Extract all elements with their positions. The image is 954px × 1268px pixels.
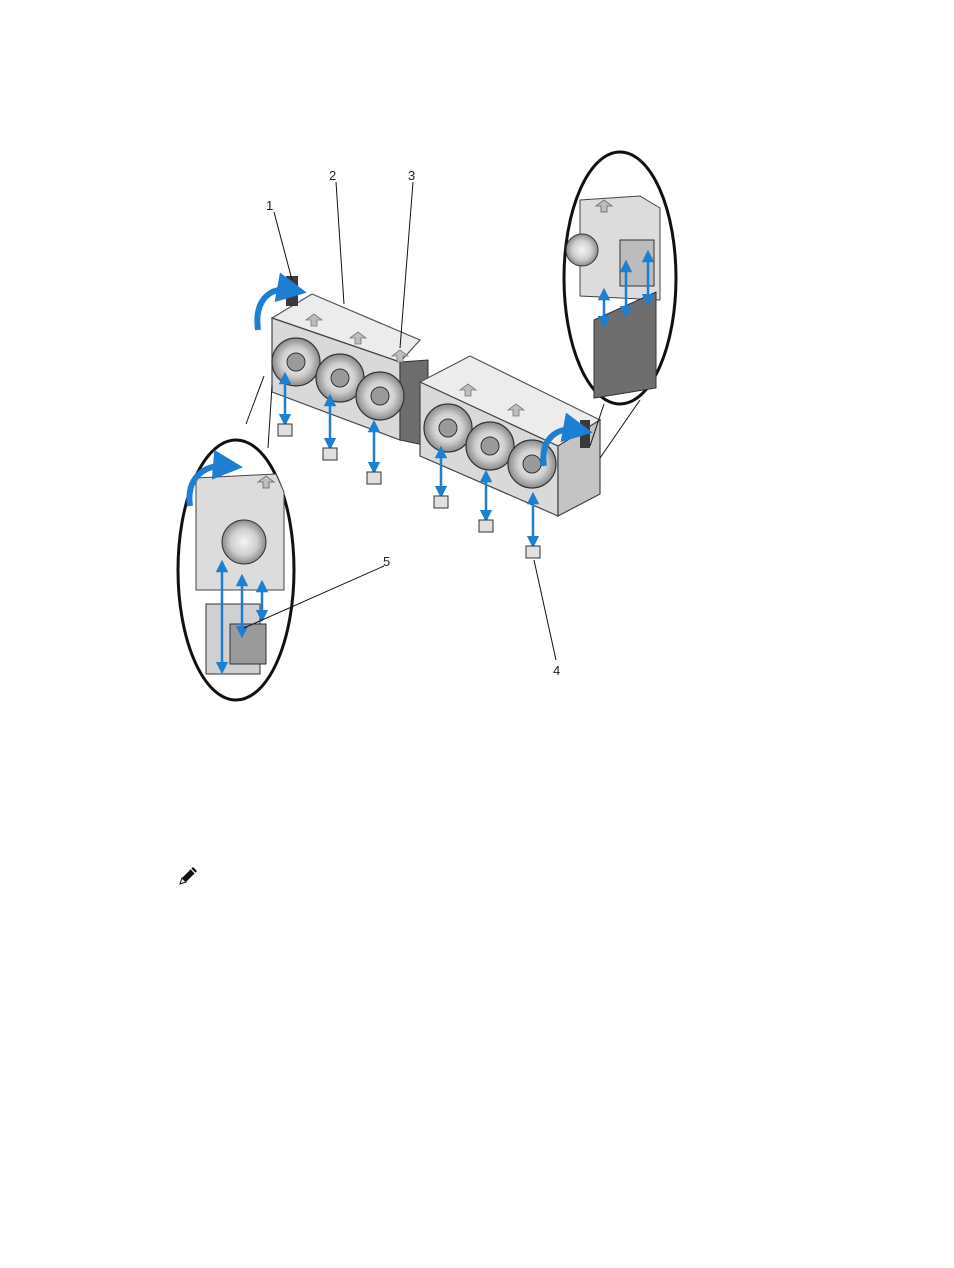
fan-bracket-assembly [257,276,600,516]
pencil-note-icon [178,864,200,886]
detail-inset-left [178,376,294,700]
callout-1: 1 [266,198,273,213]
note-link[interactable] [446,884,719,900]
callout-5: 5 [383,554,390,569]
callout-4: 4 [553,663,560,678]
cooling-fan-assembly-figure: 1 2 3 4 5 [0,0,954,740]
release-latch-right [580,420,590,448]
callout-3: 3 [408,168,415,183]
callout-2: 2 [329,168,336,183]
